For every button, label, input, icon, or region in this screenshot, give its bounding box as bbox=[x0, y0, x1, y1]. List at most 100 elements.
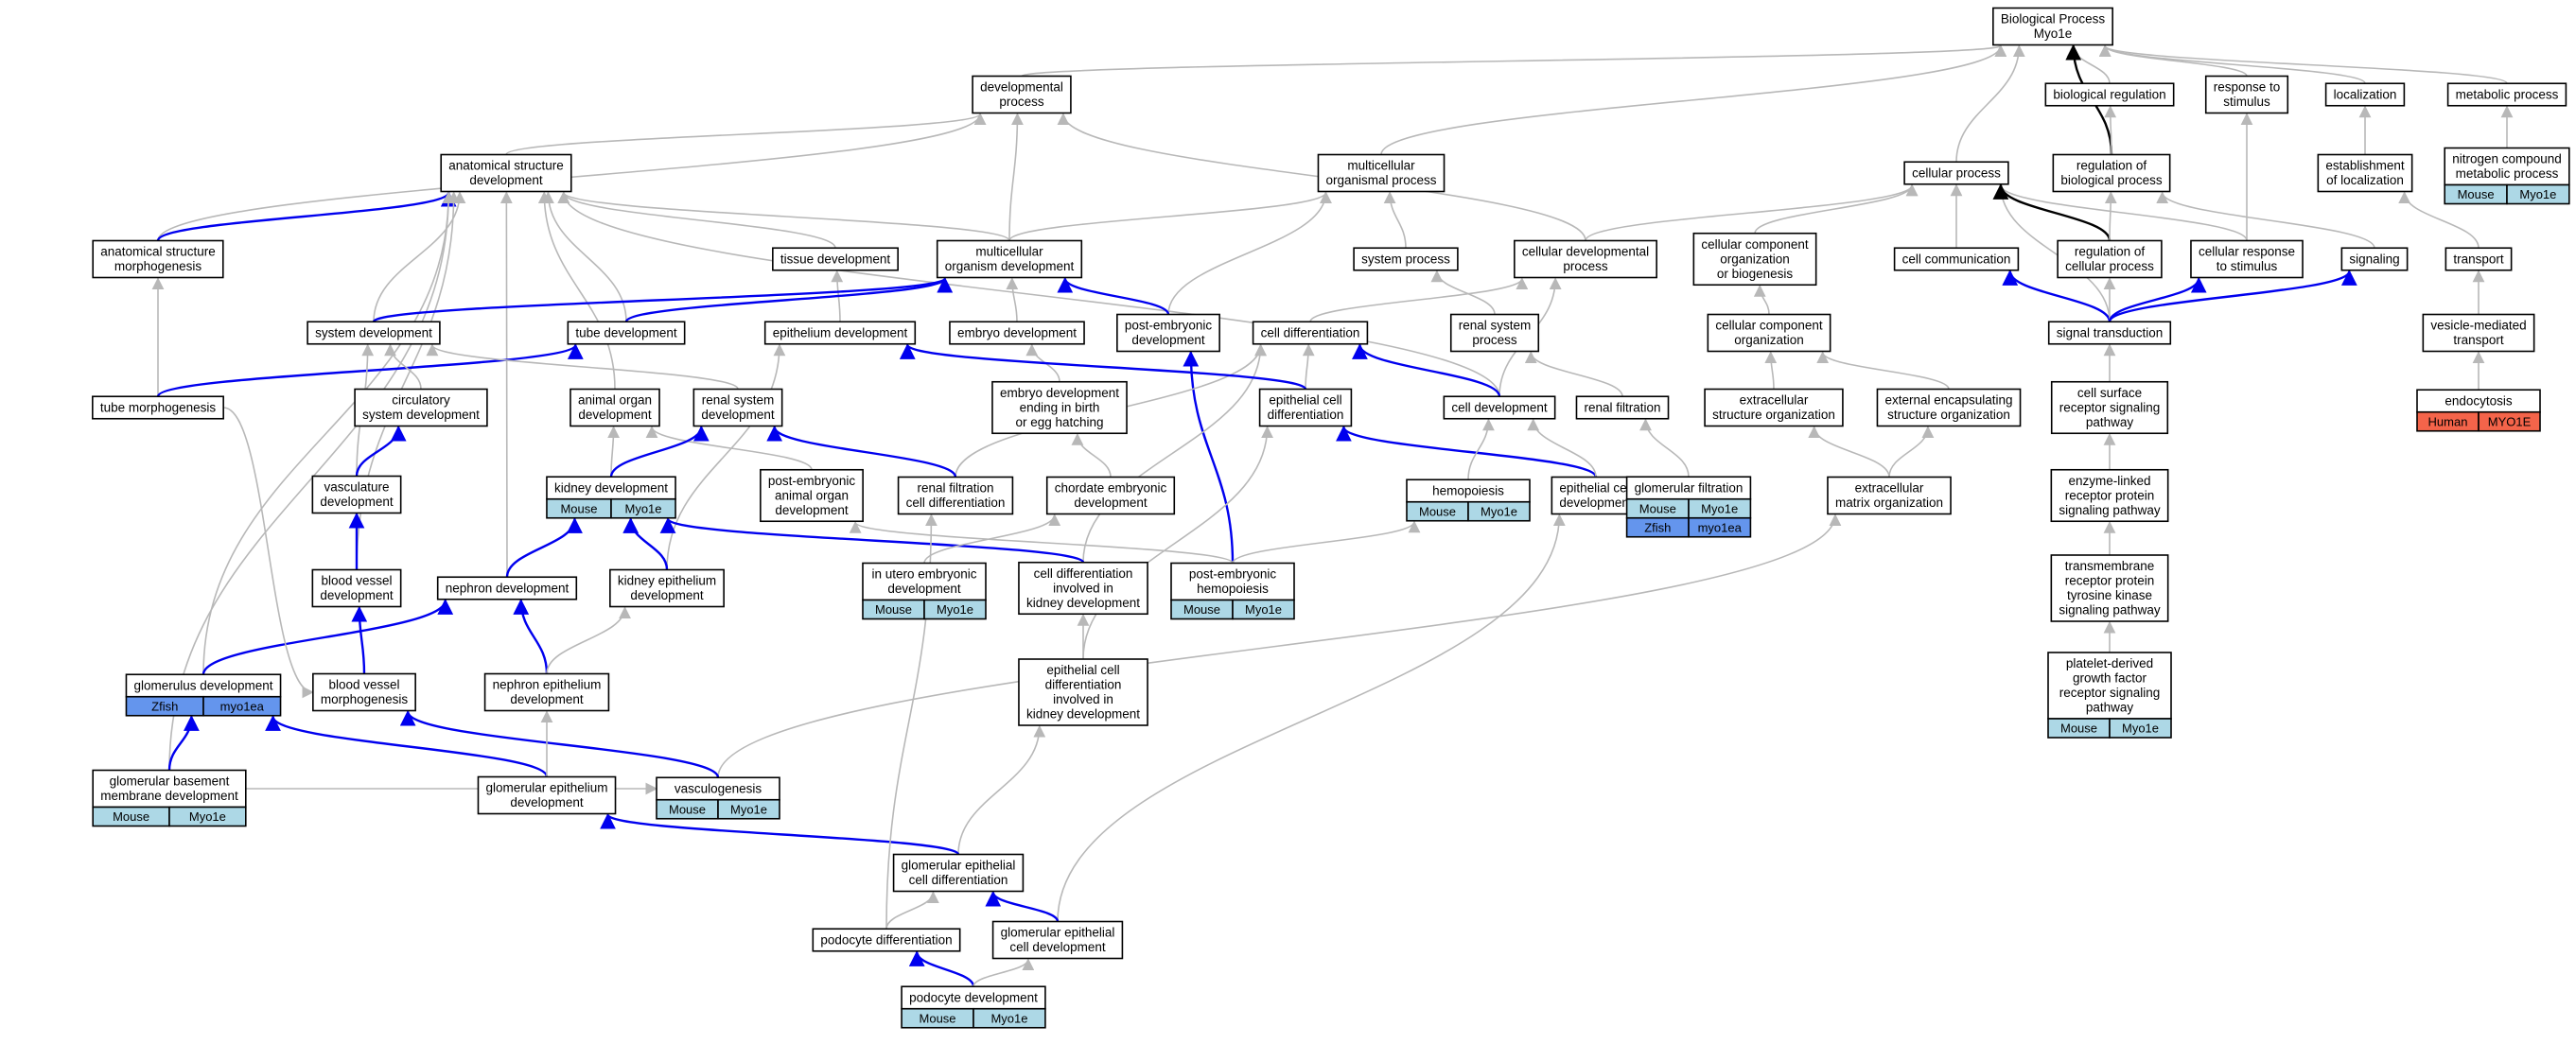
node-loc[interactable]: localization bbox=[2324, 82, 2406, 107]
node-tubemorph[interactable]: tube morphogenesis bbox=[92, 395, 224, 420]
node-rf[interactable]: renal filtration bbox=[1575, 395, 1670, 420]
node-box bbox=[2052, 153, 2171, 193]
node-meta[interactable]: metabolic process bbox=[2446, 82, 2567, 107]
node-label: morphogenesis bbox=[321, 692, 409, 706]
node-label: external encapsulating bbox=[1884, 393, 2012, 408]
node-box bbox=[2047, 321, 2172, 345]
edge-csd-to-sysdev bbox=[384, 343, 422, 390]
node-nd[interactable]: nephron development bbox=[436, 576, 578, 600]
node-box bbox=[2340, 247, 2409, 271]
node-poddiff[interactable]: podocyte differentiation bbox=[812, 928, 961, 952]
node-label: podocyte development bbox=[909, 990, 1038, 1004]
node-cc[interactable]: cell communication bbox=[1893, 247, 2020, 271]
edge-ked-to-epidev bbox=[666, 343, 786, 570]
node-label: multicellular bbox=[975, 245, 1043, 259]
species-gene-cell bbox=[1467, 500, 1531, 522]
species-gene: Myo1e bbox=[625, 501, 662, 515]
node-label: circulatory bbox=[392, 393, 450, 408]
node-label: process bbox=[1563, 259, 1608, 273]
node-trans[interactable]: transport bbox=[2445, 247, 2513, 271]
node-embdev[interactable]: embryo development bbox=[949, 321, 1085, 345]
node-tubedev[interactable]: tube development bbox=[567, 321, 686, 345]
edge-bioreg-to-bp bbox=[2066, 44, 2111, 84]
edge-cdikd-to-kd bbox=[659, 517, 1085, 564]
edge-peh-to-hemo bbox=[1232, 520, 1421, 564]
node-sp[interactable]: system process bbox=[1353, 247, 1459, 271]
node-cp[interactable]: cellular process bbox=[1903, 161, 2009, 185]
node-label: embryo development bbox=[957, 325, 1077, 339]
node-celldiff[interactable]: cell differentiation bbox=[1252, 321, 1369, 345]
node-td[interactable]: tissue development bbox=[772, 247, 899, 271]
node-label: animal organ bbox=[578, 393, 652, 408]
node-epidev[interactable]: epithelium development bbox=[763, 321, 917, 345]
node-sysdev[interactable]: system development bbox=[307, 321, 441, 345]
node-st[interactable]: signal transduction bbox=[2047, 321, 2172, 345]
node-box bbox=[2324, 82, 2406, 107]
edge-vasc-to-ecmo bbox=[717, 513, 1842, 778]
node-label: platelet-derived bbox=[2066, 656, 2153, 670]
node-label: signaling bbox=[2349, 252, 2399, 266]
species-gene-cell bbox=[2109, 718, 2172, 739]
node-celldev[interactable]: cell development bbox=[1443, 395, 1556, 420]
node-box bbox=[567, 321, 686, 345]
node-bioreg[interactable]: biological regulation bbox=[2044, 82, 2175, 107]
species-gene: Myo1e bbox=[2519, 187, 2556, 201]
node-sig[interactable]: signaling bbox=[2340, 247, 2409, 271]
